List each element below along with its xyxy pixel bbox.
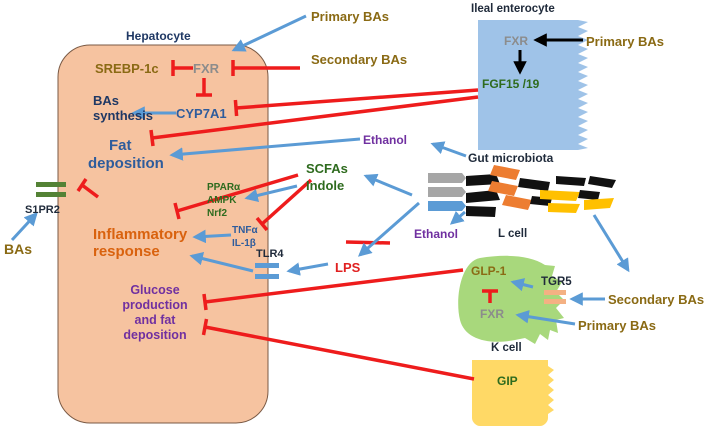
bas-synthesis-label-1: BAs [93, 93, 119, 108]
enterocyte-arrows [513, 33, 583, 75]
gip-label: GIP [497, 374, 518, 388]
glucose-label-1: Glucose [130, 283, 179, 297]
inflammatory-response-label-1: Inflammatory [93, 226, 188, 243]
inhibition-lines [76, 60, 498, 381]
left-primary-bas-label: Primary BAs [311, 9, 389, 24]
kcell-title: K cell [491, 342, 522, 354]
s1pr2-label: S1PR2 [25, 204, 60, 216]
tnf-label: TNFα [232, 225, 258, 236]
glucose-label-2: production [122, 298, 187, 312]
gut-microbiota-label: Gut microbiota [468, 151, 554, 165]
glucose-label-4: deposition [123, 328, 186, 342]
s1pr2-receptor [36, 182, 66, 197]
tlr4-receptor [255, 263, 279, 279]
ethanol-low-label: Ethanol [414, 227, 458, 241]
ampk-label: AMPK [207, 195, 237, 206]
hepatocyte-title: Hepatocyte [126, 29, 191, 43]
lcell-fxr-label: FXR [480, 307, 504, 321]
bas-synthesis-label-2: synthesis [93, 108, 153, 123]
glp1-label: GLP-1 [471, 264, 507, 278]
ileal-enterocyte-cell [478, 20, 588, 150]
lcell-secondary-bas-label: Secondary BAs [608, 292, 704, 307]
enterocyte-primary-bas-label: Primary BAs [586, 34, 664, 49]
glucose-label-3: and fat [135, 313, 177, 327]
enterocyte-fxr-label: FXR [504, 34, 528, 48]
fat-deposition-label-2: deposition [88, 155, 164, 172]
srebp-label: SREBP-1c [95, 61, 159, 76]
tlr4-label: TLR4 [256, 248, 284, 260]
lps-label: LPS [335, 260, 361, 275]
left-secondary-bas-label: Secondary BAs [311, 52, 407, 67]
scfas-label: SCFAs [306, 161, 348, 176]
cyp7a1-label: CYP7A1 [176, 106, 227, 121]
hepatocyte-fxr-label: FXR [193, 61, 220, 76]
lcell-primary-bas-label: Primary BAs [578, 318, 656, 333]
l-cell [458, 255, 564, 344]
receptor-bas-label: BAs [4, 241, 32, 257]
enterocyte-title: Ileal enterocyte [471, 3, 555, 15]
ppar-label: PPARα [207, 182, 241, 193]
indole-label: Indole [306, 178, 344, 193]
activation-arrows [10, 14, 630, 326]
gut-microbiota-bacteria [428, 165, 616, 217]
fat-deposition-label-1: Fat [109, 137, 132, 154]
il1b-label: IL-1β [232, 238, 256, 249]
tgr5-receptor [544, 290, 566, 304]
ethanol-top-label: Ethanol [363, 133, 407, 147]
k-cell [472, 360, 554, 426]
nrf2-label: Nrf2 [207, 208, 227, 219]
inflammatory-response-label-2: response [93, 243, 160, 260]
tgr5-label: TGR5 [541, 276, 572, 288]
lcell-title: L cell [498, 228, 527, 240]
fgf-label: FGF15 /19 [482, 77, 540, 91]
